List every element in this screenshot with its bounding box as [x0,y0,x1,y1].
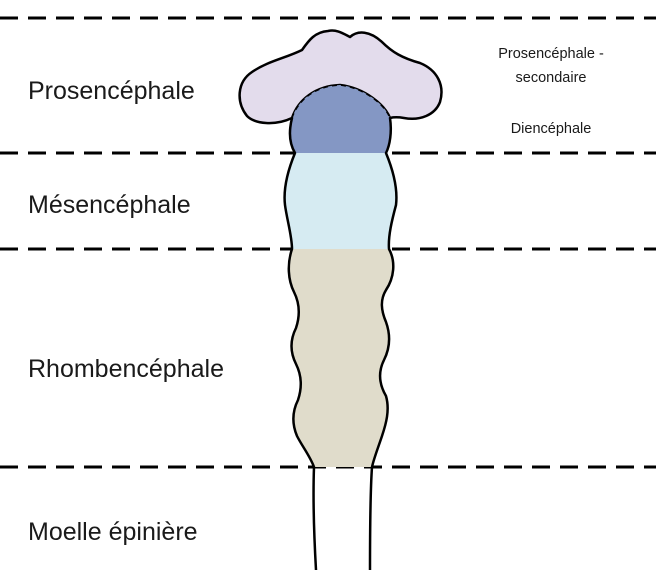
label-prosencephale-secondaire-line2: secondaire [516,70,587,86]
label-prosencephale-secondaire-line1: Prosencéphale - [498,46,604,62]
rhombencephalon-shape [289,249,393,467]
label-rhombencephale: Rhombencéphale [28,355,224,383]
label-moelle-epiniere: Moelle épinière [28,518,198,546]
label-prosencephale: Prosencéphale [28,77,195,105]
label-diencephale: Diencéphale [511,121,592,137]
label-mesencephale: Mésencéphale [28,191,191,219]
mesencephalon-shape [285,153,397,249]
